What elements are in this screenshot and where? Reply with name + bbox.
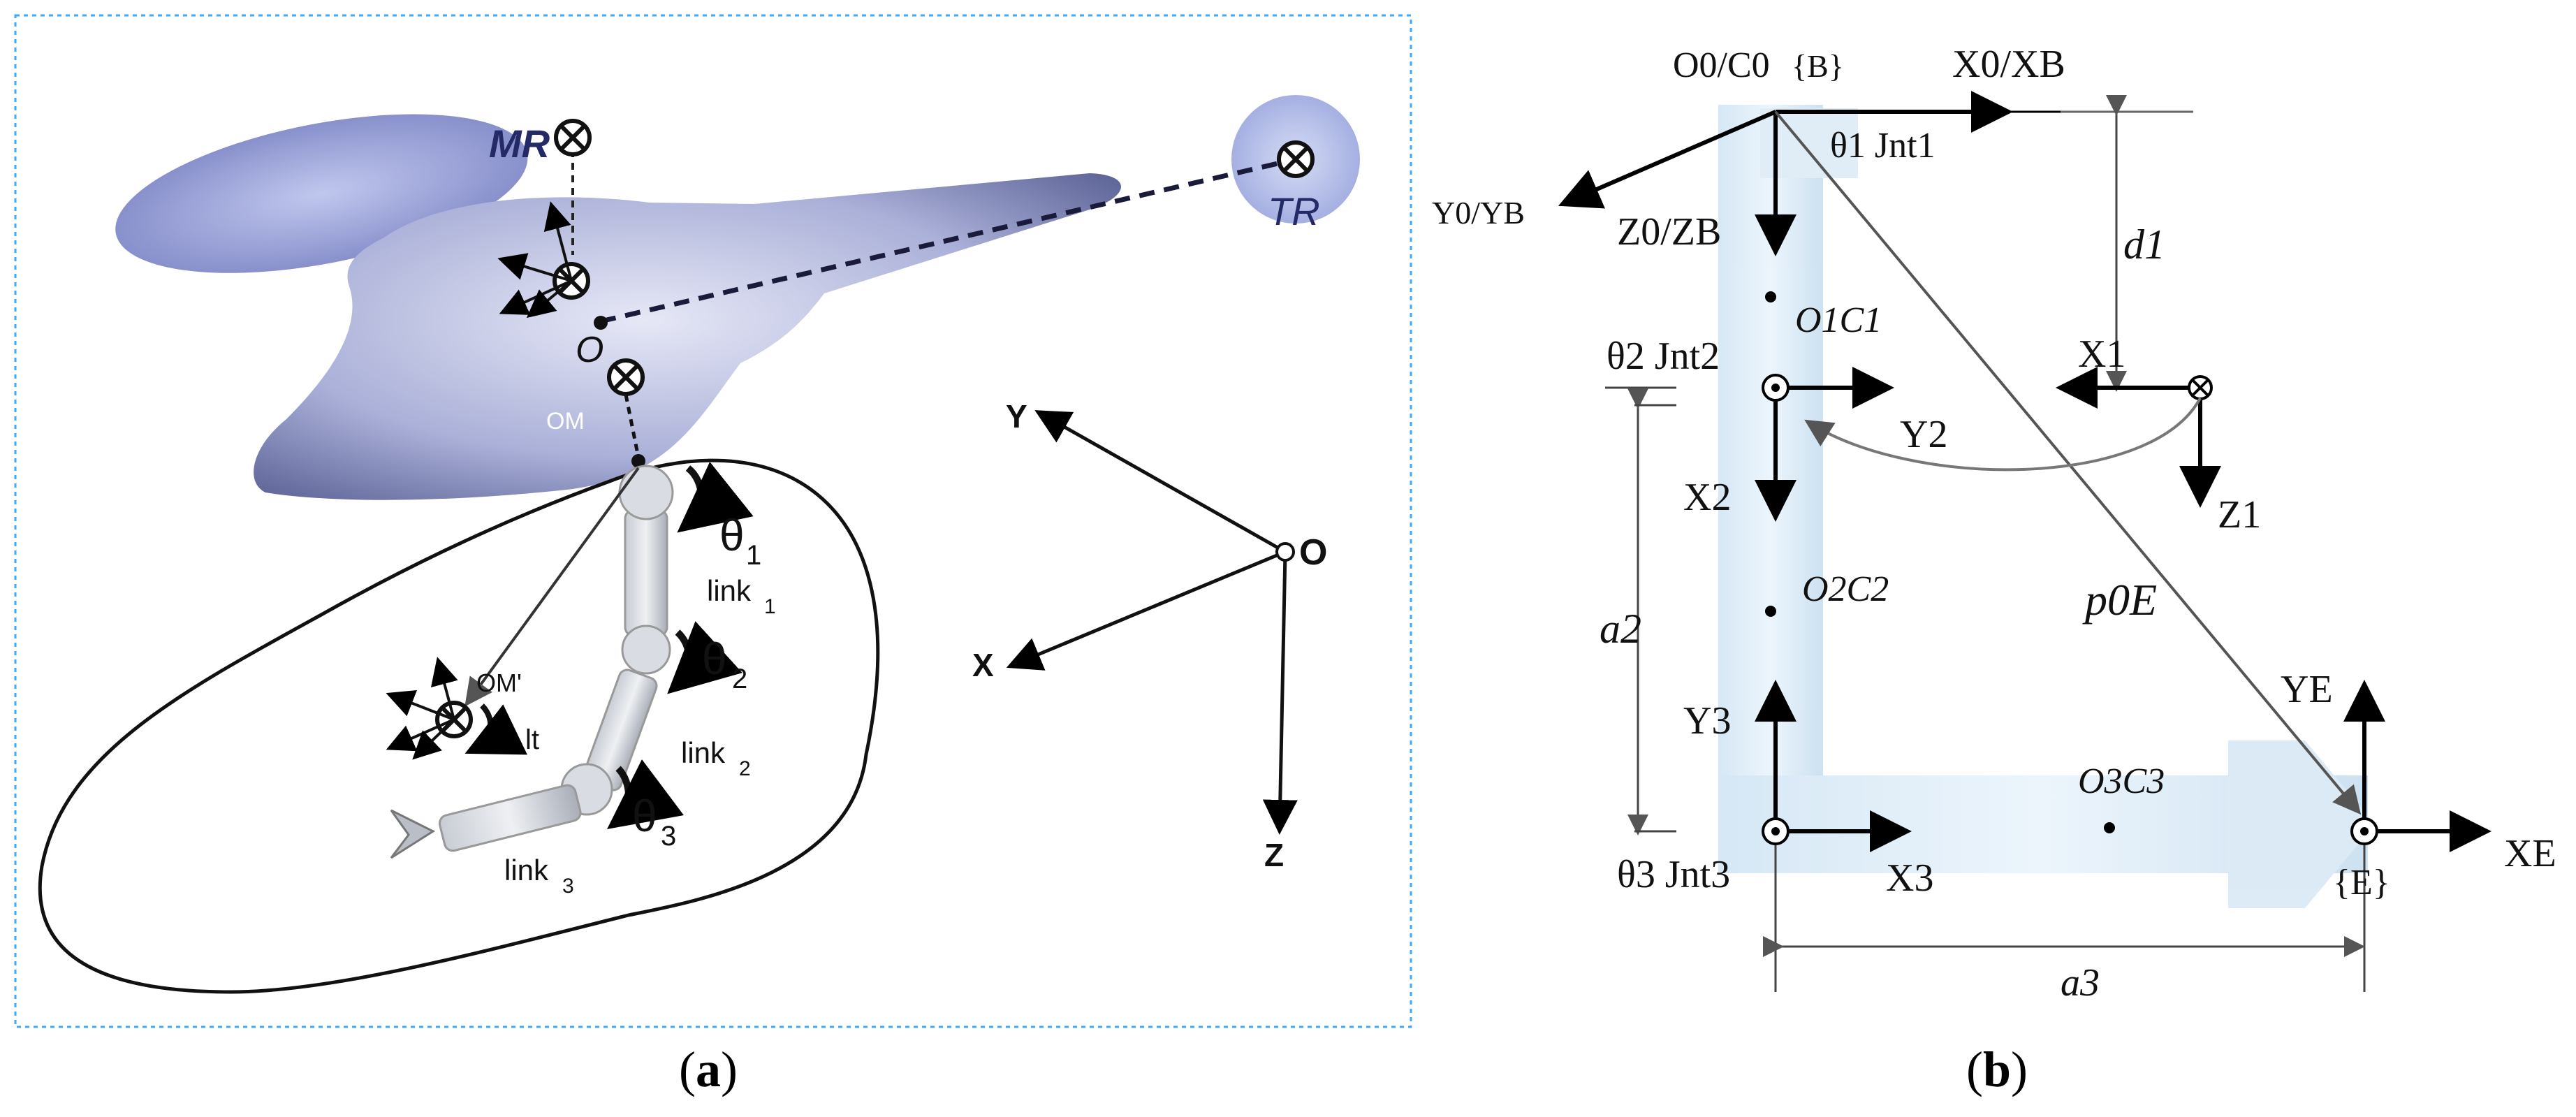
svg-text:1: 1 — [746, 540, 761, 571]
z0zb-label: Z0/ZB — [1617, 210, 1721, 254]
joint-2 — [621, 625, 671, 675]
svg-text:θ: θ — [632, 791, 657, 841]
tr-force-symbol — [1277, 140, 1315, 178]
link2-label: link 2 — [681, 736, 751, 780]
svg-text:θ: θ — [702, 634, 727, 684]
theta3-label: θ 3 — [632, 791, 676, 852]
panel-a: MR TR O OM — [14, 14, 1412, 1028]
mr-label: MR — [489, 122, 550, 166]
link2-com-dot — [1765, 606, 1776, 617]
theta1-label: θ 1 — [719, 510, 761, 571]
xe-label: XE — [2504, 832, 2556, 875]
ye-label: YE — [2281, 668, 2333, 711]
link3-label: link 3 — [504, 854, 574, 898]
frame1-to-frame2-transform — [1804, 397, 2202, 472]
link-1-body — [624, 509, 668, 637]
panel-b: O0/C0 {B} X0/XB Y0/YB Z0/ZB θ1 Jnt1 d1 O… — [1432, 43, 2556, 1005]
om-label: OM — [546, 408, 585, 435]
x0xb-label: X0/XB — [1952, 43, 2065, 86]
y0yb-label: Y0/YB — [1432, 195, 1525, 231]
y3-label: Y3 — [1683, 699, 1731, 743]
om-force-symbol — [607, 358, 645, 396]
end-effector-gripper — [390, 809, 436, 859]
om-offset-line — [624, 394, 641, 458]
theta2-jnt2-label: θ2 Jnt2 — [1607, 335, 1720, 378]
tail-rotor-lever-line — [600, 156, 1296, 324]
joint-rotation-arrows — [607, 461, 754, 830]
a2-dimension — [1627, 388, 1676, 835]
x-axis-arrow — [1006, 550, 1286, 671]
om-prime-vector — [464, 467, 640, 707]
svg-text:link: link — [681, 736, 726, 769]
arm-body-shape — [1718, 105, 2375, 908]
frame-1 — [2056, 367, 2221, 508]
joint-1 — [618, 465, 674, 520]
o3c3-label: O3C3 — [2078, 761, 2165, 801]
o0c0-label: O0/C0 — [1673, 45, 1770, 85]
p0e-vector — [1774, 110, 2362, 815]
x1-label: X1 — [2078, 333, 2125, 376]
theta1-jnt1-label: θ1 Jnt1 — [1830, 126, 1935, 166]
a3-label: a3 — [2061, 961, 2100, 1005]
end-effector-frame — [2343, 680, 2491, 852]
svg-text:3: 3 — [661, 821, 676, 852]
o1c1-label: O1C1 — [1795, 300, 1882, 340]
z-axis-arrow — [1262, 551, 1298, 835]
svg-text:link: link — [707, 574, 752, 607]
svg-text:2: 2 — [739, 757, 751, 780]
y-axis-label: Y — [1006, 398, 1027, 435]
frame-3 — [1755, 680, 1912, 852]
b-frame-label: {B} — [1792, 48, 1844, 84]
o2c2-label: O2C2 — [1802, 569, 1889, 609]
z1-label: Z1 — [2218, 493, 2261, 536]
link1-com-dot — [1765, 291, 1776, 302]
origin-label: O — [1299, 532, 1327, 573]
o-label: O — [576, 330, 603, 370]
om-prime-label: OM' — [476, 669, 522, 697]
e-frame-label: {E} — [2333, 863, 2390, 903]
theta2-label: θ 2 — [702, 634, 747, 694]
inertial-axes — [1006, 410, 1298, 835]
svg-text:link: link — [504, 854, 549, 886]
link3-com-dot — [2104, 822, 2115, 833]
svg-text:2: 2 — [732, 664, 747, 694]
svg-text:3: 3 — [562, 875, 574, 898]
x3-label: X3 — [1886, 856, 1933, 900]
mr-force-symbol — [554, 119, 592, 156]
link-3-body — [438, 784, 582, 852]
a3-dimension — [1763, 845, 2366, 992]
svg-text:1: 1 — [764, 595, 776, 618]
caption-b: (b) — [1966, 1042, 2028, 1097]
fuselage-body-triad — [497, 201, 573, 319]
theta3-jnt3-label: θ3 Jnt3 — [1617, 853, 1730, 896]
tr-label: TR — [1268, 189, 1320, 233]
manipulator-arm — [390, 465, 674, 859]
frame-2 — [1605, 367, 1894, 522]
d1-label: d1 — [2123, 221, 2165, 268]
p0e-label: p0E — [2082, 575, 2157, 625]
inertial-origin — [1275, 542, 1295, 562]
center-of-mass-point — [594, 316, 608, 330]
y-axis-arrow — [1034, 410, 1287, 554]
y0-axis-arrow — [1558, 110, 1777, 209]
link1-label: link 1 — [707, 574, 776, 618]
helicopter-fuselage — [254, 173, 1121, 500]
base-frame-axes — [1558, 91, 2013, 256]
x-axis-label: X — [972, 647, 994, 683]
load-force-symbol — [386, 657, 528, 760]
y2-label: Y2 — [1900, 413, 1947, 456]
svg-text:θ: θ — [719, 510, 745, 560]
caption-a: (a) — [679, 1042, 738, 1097]
lt-label: lt — [525, 724, 539, 755]
panel-a-frame — [14, 14, 1412, 1028]
a2-label: a2 — [1600, 606, 1641, 652]
arm-base-point — [631, 454, 645, 468]
x2-label: X2 — [1683, 476, 1731, 519]
z-axis-label: Z — [1264, 837, 1284, 873]
workspace-envelope — [38, 458, 880, 994]
